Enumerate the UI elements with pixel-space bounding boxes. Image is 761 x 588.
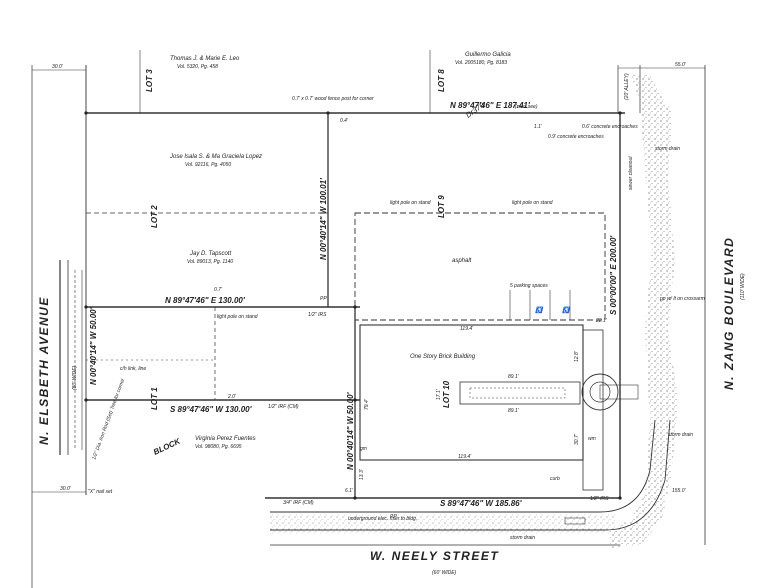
dim-side-04: 0.4' bbox=[340, 118, 349, 124]
concrete-note-1: 0.6' concrete encroaches bbox=[582, 124, 638, 130]
owner-top-right-vol: Vol. 2005180, Pg. 8183 bbox=[455, 60, 507, 66]
dim-walk-top: 89.1' bbox=[508, 374, 520, 380]
bearing-center-upper: N 00°40'14" W 100.01' bbox=[319, 177, 328, 260]
wm-note: wm bbox=[588, 436, 596, 442]
bearing-north-line: N 89°47'46" E 187.41' bbox=[450, 101, 531, 110]
zang-width-label: (110' WIDE) bbox=[740, 273, 746, 300]
gm-note: gm bbox=[360, 446, 367, 452]
dim-building-width-lower: 119.4' bbox=[458, 454, 472, 460]
bearing-lot1-south: S 89°47'46" W 130.00' bbox=[170, 405, 253, 414]
bearing-center-lower: N 00°40'14" W 50.00' bbox=[346, 391, 355, 470]
dim-walk-bottom: 89.1' bbox=[508, 408, 520, 414]
owner-mid-upper-vol: Vol. 92116, Pg. 4050 bbox=[185, 162, 231, 168]
rwe-note: (rwe- see) bbox=[515, 104, 538, 110]
owner-mid-lower-vol: Vol. 89013, Pg. 1140 bbox=[187, 259, 233, 265]
lot-10-label: LOT 10 bbox=[442, 380, 451, 408]
owner-mid-upper: Jose Isala S. & Ma Graciela Lopez bbox=[169, 154, 262, 160]
sewer-cleanout-note: sewer cleanout bbox=[628, 156, 634, 190]
lot-1-label: LOT 1 bbox=[150, 387, 159, 410]
nail-set-note: "X" nail set bbox=[88, 489, 113, 495]
underground-note: underground elec. riser to bldg. bbox=[348, 516, 417, 522]
dim-side-13: 13.3' bbox=[359, 468, 365, 480]
building-note: One Story Brick Building bbox=[410, 354, 476, 360]
iron-rod-4: 1/2" IRS bbox=[308, 312, 327, 318]
elsbeth-pavement bbox=[31, 65, 87, 588]
dim-side-128: 12.8' bbox=[574, 350, 580, 362]
owner-mid-lower: Jay D. Tapscott bbox=[189, 251, 231, 257]
storm-drain-2: storm drain bbox=[668, 432, 693, 438]
bearing-east-line: S 00°00'00" E 200.00' bbox=[609, 235, 618, 315]
elsbeth-width-label: (80' WIDE) bbox=[72, 365, 78, 390]
pp-label-2: PP bbox=[390, 514, 397, 520]
dim-side-11: 1.1' bbox=[534, 124, 543, 130]
asphalt-note: asphalt bbox=[452, 258, 472, 264]
dim-bottom-right: 155.0' bbox=[672, 488, 687, 494]
lot-2-label: LOT 2 bbox=[150, 205, 159, 228]
bearing-neely-line: S 89°47'46" W 185.86' bbox=[440, 499, 523, 508]
iron-rod-2: 3/4" IRF (CM) bbox=[283, 500, 314, 506]
owner-top-left-vol: Vol. 5320, Pg. 458 bbox=[177, 64, 218, 70]
storm-drain-1: storm drain bbox=[655, 146, 680, 152]
handicap-symbol-1: ♿ bbox=[535, 306, 544, 314]
survey-markers bbox=[84, 111, 622, 500]
bearing-lot2-line: N 89°47'46" E 130.00' bbox=[165, 296, 246, 305]
concrete-note-2: 0.9' concrete encroaches bbox=[548, 134, 604, 140]
dim-side-22: 22.1' bbox=[595, 318, 608, 324]
iron-rod-1: 1/2" IRF (CM) bbox=[268, 404, 299, 410]
handicap-symbol-2: ♿ bbox=[562, 306, 571, 314]
owner-bottom: Virginia Perez Fuentes bbox=[195, 436, 256, 442]
dim-building-width: 119.4' bbox=[460, 326, 474, 332]
top-dimensions bbox=[32, 67, 705, 493]
storm-drain-3: storm drain bbox=[510, 535, 535, 541]
neely-width-label: (60' WIDE) bbox=[432, 570, 457, 576]
owner-top-left: Thomas J. & Marie E. Leo bbox=[170, 56, 240, 62]
lot-8-label: LOT 8 bbox=[437, 69, 446, 92]
neely-street-label: W. NEELY STREET bbox=[370, 549, 499, 563]
zang-boulevard-label: N. ZANG BOULEVARD bbox=[722, 237, 736, 390]
dim-side-61: 6.1' bbox=[345, 488, 354, 494]
dim-bottom-left: 30.0' bbox=[60, 486, 72, 492]
dim-side-2: 2.0' bbox=[227, 394, 237, 400]
building bbox=[359, 324, 639, 491]
alley-note: (20' ALLEY) bbox=[624, 73, 630, 100]
parking-note: 5 parking spaces bbox=[510, 283, 548, 289]
dim-side-30: 30.7' bbox=[574, 433, 580, 445]
dim-side-17: 17.1' bbox=[436, 388, 442, 400]
lot-3-label: LOT 3 bbox=[145, 69, 154, 92]
zang-concrete-stipple bbox=[610, 75, 678, 548]
light-pole-3: light pole on stand bbox=[217, 314, 258, 320]
light-pole-2: light pole on stand bbox=[512, 200, 553, 206]
lot-9-label: LOT 9 bbox=[437, 195, 446, 218]
boundary-lines bbox=[86, 50, 641, 499]
iron-rod-3: 1/2" IRS bbox=[590, 496, 609, 502]
light-pole-1: light pole on stand bbox=[390, 200, 431, 206]
owner-top-right: Guillermo Galicia bbox=[465, 52, 511, 58]
dim-top-left: 30.0' bbox=[52, 64, 64, 70]
dim-top-right: 55.0' bbox=[675, 62, 687, 68]
neely-sidewalk-stipple bbox=[270, 514, 615, 534]
fence-post-note: 0.7' x 0.7' wood fence post for corner bbox=[292, 96, 374, 102]
elsbeth-avenue-label: N. ELSBETH AVENUE bbox=[37, 296, 51, 445]
curb-note: curb bbox=[550, 476, 560, 482]
dim-lot10-depth: 79.4' bbox=[364, 398, 370, 410]
neely-street-lines bbox=[270, 419, 671, 546]
parking-lot: ♿ ♿ bbox=[354, 212, 606, 321]
pp-pole-note: pp w/ lt on crossarm bbox=[659, 296, 705, 302]
bearing-west-line: N 00°40'14" W 50.00' bbox=[89, 306, 98, 385]
owner-bottom-vol: Vol. 98080, Pg. 6695 bbox=[195, 444, 242, 450]
dim-side-07: 0.7' bbox=[214, 287, 223, 293]
chain-link-note: c/h link, line bbox=[120, 366, 146, 372]
pp-label-1: PP bbox=[320, 296, 327, 302]
